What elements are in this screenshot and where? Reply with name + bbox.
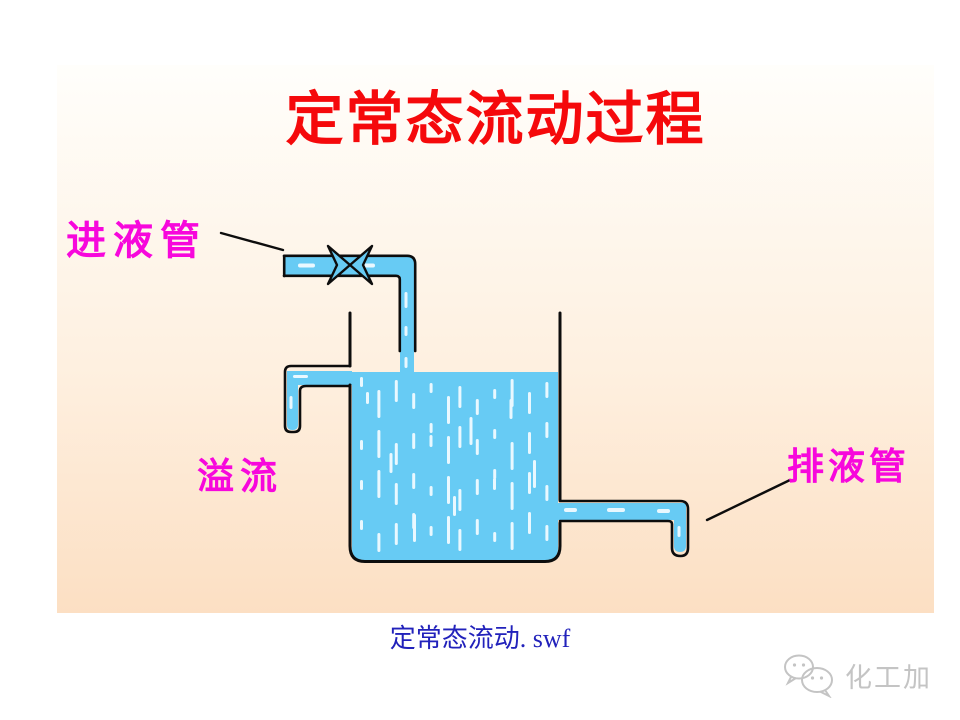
drain-pipe-label: 排液管 (787, 446, 910, 487)
chat-bubbles-icon (784, 654, 833, 698)
watermark-text: 化工加 (845, 662, 932, 693)
swf-file-link[interactable]: 定常态流动. swf (389, 624, 571, 653)
slide-title: 定常态流动过程 (285, 87, 706, 152)
watermark: 化工加 (781, 652, 932, 698)
inlet-pipe-label: 进液管 (66, 219, 207, 263)
overflow-label: 溢流 (197, 456, 283, 497)
